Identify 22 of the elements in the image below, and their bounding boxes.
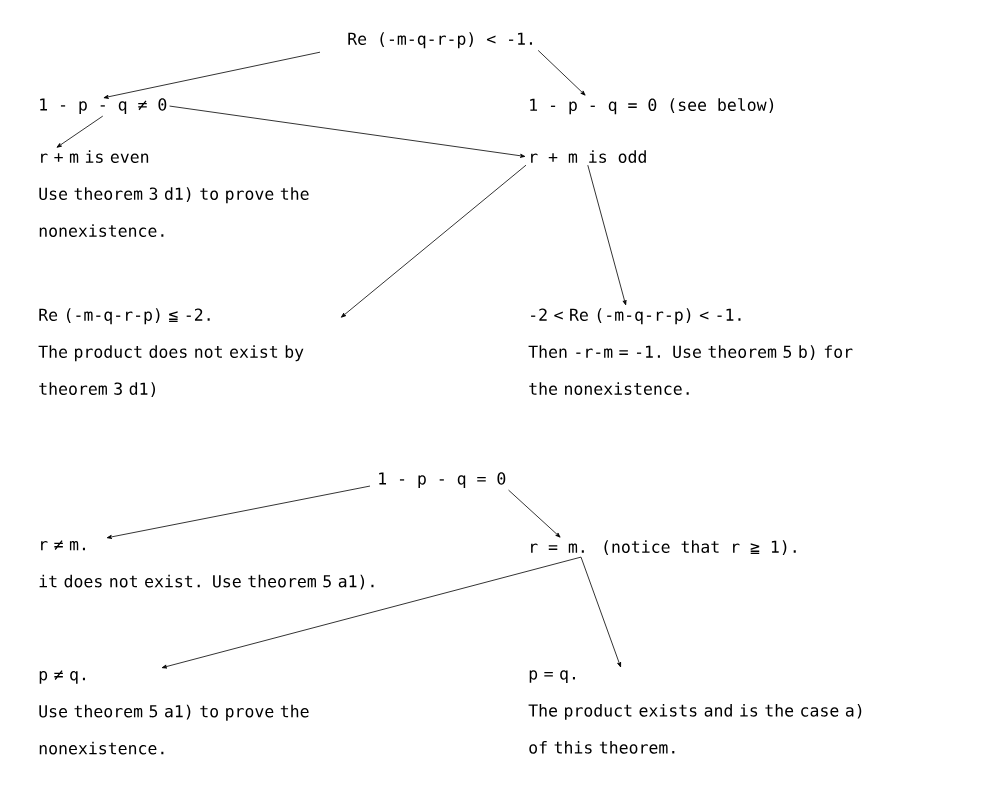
- condition-text: r = m. (notice that r ≧ 1).: [531, 540, 796, 555]
- arrow: [103, 51, 321, 99]
- case-text: p = q. The product exists and is the case a) of this theorem.: [528, 670, 862, 754]
- arrow: [106, 485, 371, 539]
- arrow: [508, 489, 561, 538]
- condition-text: 1 - p - q = 0 (see below): [530, 98, 774, 115]
- case-text: r ≠ m. it does not exist. Use theorem 5 a1).: [39, 540, 374, 590]
- condition-text: r + m is odd: [531, 150, 646, 163]
- arrow: [161, 556, 582, 669]
- case-text: p ≠ q. Use theorem 5 a1) to prove the nonexistence.: [39, 670, 309, 755]
- arrow: [580, 556, 621, 668]
- case-text: r + m is even Use theorem 3 d1) to prove the nonexistence.: [39, 150, 309, 237]
- arrow: [56, 115, 104, 148]
- case-text: Re (-m-q-r-p) ≦ -2. The product does not exist by theorem 3 d1): [38, 308, 304, 397]
- condition-text: Re (-m-q-r-p) < -1.: [348, 32, 532, 49]
- arrow: [340, 164, 527, 318]
- case-text: -2 < Re (-m-q-r-p) < -1. Then -r-m = -1. Use theorem 5 b) for the nonexistence.: [528, 308, 853, 395]
- arrow: [169, 105, 526, 158]
- condition-text: 1 - p - q = 0: [379, 472, 506, 488]
- arrow: [587, 164, 627, 306]
- condition-text: 1 - p - q ≠ 0: [40, 98, 167, 114]
- arrow: [537, 50, 586, 96]
